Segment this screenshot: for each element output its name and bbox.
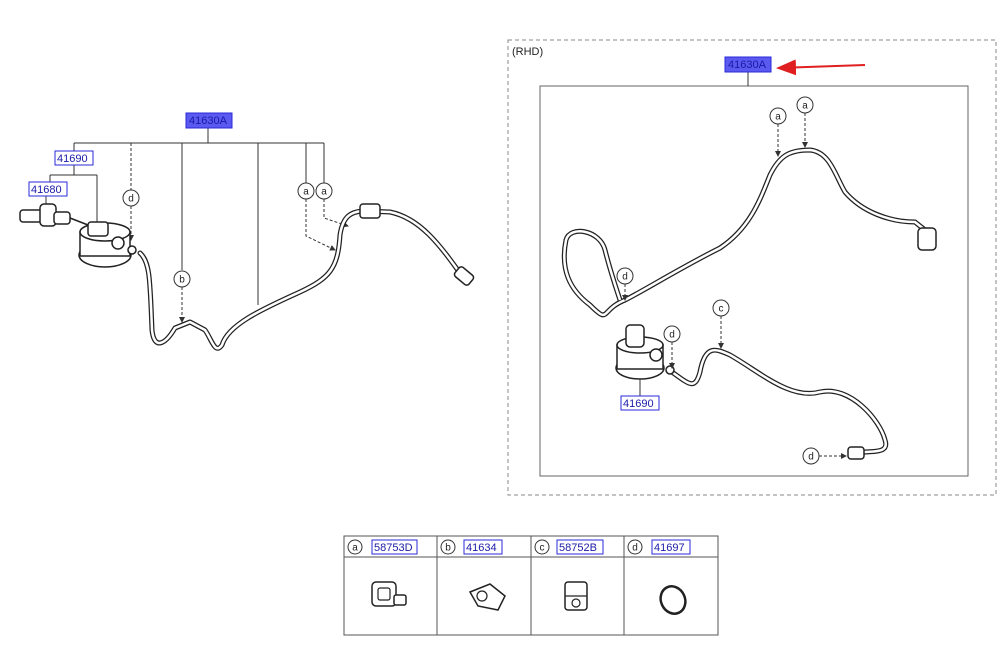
callout-a-rhd-1: a [769, 107, 787, 125]
label-41630a-rhd[interactable]: 41630A [724, 56, 772, 73]
svg-text:41630A: 41630A [189, 115, 228, 127]
legend-part-c[interactable]: 58752B [556, 539, 604, 555]
svg-text:c: c [719, 304, 724, 315]
left-assembly [19, 128, 475, 351]
clip-icon [371, 581, 407, 607]
legend-part-a[interactable]: 58753D [371, 539, 418, 555]
svg-text:58753D: 58753D [374, 542, 413, 554]
legend-table: a 58753D b 41634 c [343, 535, 719, 636]
svg-text:58752B: 58752B [559, 542, 597, 554]
clamp-icon [564, 581, 588, 611]
svg-text:41634: 41634 [466, 542, 497, 554]
svg-text:d: d [669, 330, 675, 341]
callout-b-left: b [173, 270, 191, 288]
svg-text:a: a [352, 543, 358, 554]
legend-letter-a: a [347, 539, 363, 555]
svg-text:41690: 41690 [623, 398, 654, 410]
svg-text:41680: 41680 [31, 184, 62, 196]
callout-a-left-1: a [297, 182, 315, 200]
o-ring-icon [659, 585, 687, 615]
svg-text:41690: 41690 [57, 153, 88, 165]
callout-d-rhd-3: d [802, 447, 820, 465]
svg-text:a: a [802, 101, 808, 112]
svg-text:d: d [622, 272, 628, 283]
svg-text:b: b [179, 275, 185, 286]
svg-text:a: a [321, 187, 327, 198]
svg-text:41697: 41697 [654, 542, 685, 554]
label-41680[interactable]: 41680 [28, 181, 68, 197]
legend-part-d[interactable]: 41697 [651, 539, 691, 555]
svg-text:b: b [445, 543, 451, 554]
rhd-panel: (RHD) [507, 39, 997, 496]
callout-d-rhd-1: d [616, 267, 634, 285]
svg-text:a: a [775, 112, 781, 123]
master-cylinder-icon [78, 221, 137, 268]
legend-part-b[interactable]: 41634 [463, 539, 503, 555]
label-41690-left[interactable]: 41690 [54, 150, 94, 166]
svg-text:d: d [128, 194, 134, 205]
legend-letter-b: b [440, 539, 456, 555]
callout-c-rhd: c [712, 299, 730, 317]
callout-d-left: d [122, 189, 140, 207]
fitting-icon [19, 203, 89, 227]
legend-letter-c: c [534, 539, 550, 555]
label-41690-rhd[interactable]: 41690 [620, 395, 660, 411]
bracket-icon [468, 583, 506, 611]
callout-d-rhd-2: d [663, 325, 681, 343]
rhd-title: (RHD) [512, 46, 543, 58]
label-41630a-left[interactable]: 41630A [185, 112, 233, 129]
callout-a-rhd-2: a [796, 96, 814, 114]
svg-text:41630A: 41630A [728, 59, 767, 71]
svg-text:d: d [808, 452, 814, 463]
rhd-tubes [561, 147, 937, 460]
master-cylinder-rhd-icon [615, 324, 675, 380]
svg-text:d: d [632, 543, 638, 554]
legend-letter-d: d [627, 539, 643, 555]
svg-text:c: c [540, 543, 545, 554]
svg-text:a: a [303, 187, 309, 198]
callout-a-left-2: a [315, 182, 333, 200]
red-arrow-icon [776, 59, 866, 76]
